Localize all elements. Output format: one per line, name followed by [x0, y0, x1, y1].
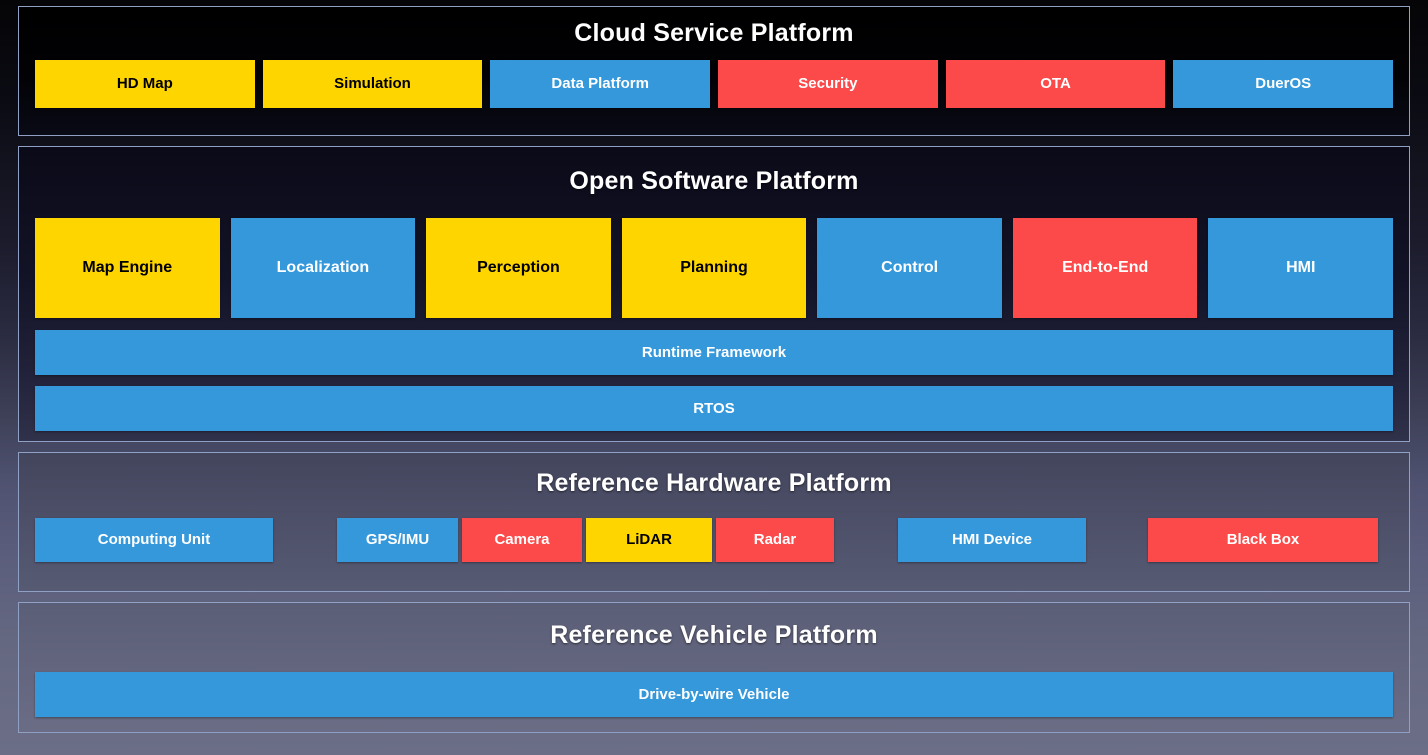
layer-title-cloud: Cloud Service Platform [574, 19, 854, 47]
module-hmi-device[interactable]: HMI Device [898, 518, 1086, 562]
module-perception[interactable]: Perception [426, 218, 611, 318]
layer-title-vehicle: Reference Vehicle Platform [550, 621, 878, 649]
cloud-module-row: HD Map Simulation Data Platform Security… [35, 60, 1394, 108]
module-black-box[interactable]: Black Box [1148, 518, 1378, 562]
module-hd-map[interactable]: HD Map [35, 60, 255, 108]
module-planning[interactable]: Planning [621, 218, 807, 318]
module-gps-imu[interactable]: GPS/IMU [337, 518, 458, 562]
module-lidar[interactable]: LiDAR [586, 518, 712, 562]
layer-cloud-service-platform: Cloud Service Platform HD Map Simulation… [18, 6, 1410, 136]
layer-title-software: Open Software Platform [569, 167, 859, 195]
bar-rtos[interactable]: RTOS [35, 386, 1393, 431]
module-simulation[interactable]: Simulation [262, 60, 483, 108]
layer-reference-hardware-platform: Reference Hardware Platform Computing Un… [18, 452, 1410, 592]
module-dueros[interactable]: DuerOS [1173, 60, 1394, 108]
software-module-row: Map Engine Localization Perception Plann… [35, 218, 1394, 318]
module-ota[interactable]: OTA [945, 60, 1166, 108]
module-radar[interactable]: Radar [716, 518, 834, 562]
bar-drive-by-wire-vehicle[interactable]: Drive-by-wire Vehicle [35, 672, 1393, 717]
module-computing-unit[interactable]: Computing Unit [35, 518, 273, 562]
module-security[interactable]: Security [718, 60, 938, 108]
module-map-engine[interactable]: Map Engine [35, 218, 220, 318]
bar-runtime-framework[interactable]: Runtime Framework [35, 330, 1393, 375]
layer-title-hardware: Reference Hardware Platform [536, 469, 892, 497]
hardware-module-row: Computing Unit GPS/IMU Camera LiDAR Rada… [35, 518, 1393, 562]
module-localization[interactable]: Localization [230, 218, 416, 318]
module-data-platform[interactable]: Data Platform [490, 60, 711, 108]
layer-reference-vehicle-platform: Reference Vehicle Platform Drive-by-wire… [18, 602, 1410, 733]
module-control[interactable]: Control [817, 218, 1002, 318]
module-hmi[interactable]: HMI [1208, 218, 1394, 318]
layer-open-software-platform: Open Software Platform Map Engine Locali… [18, 146, 1410, 442]
module-camera[interactable]: Camera [462, 518, 582, 562]
module-end-to-end[interactable]: End-to-End [1012, 218, 1198, 318]
